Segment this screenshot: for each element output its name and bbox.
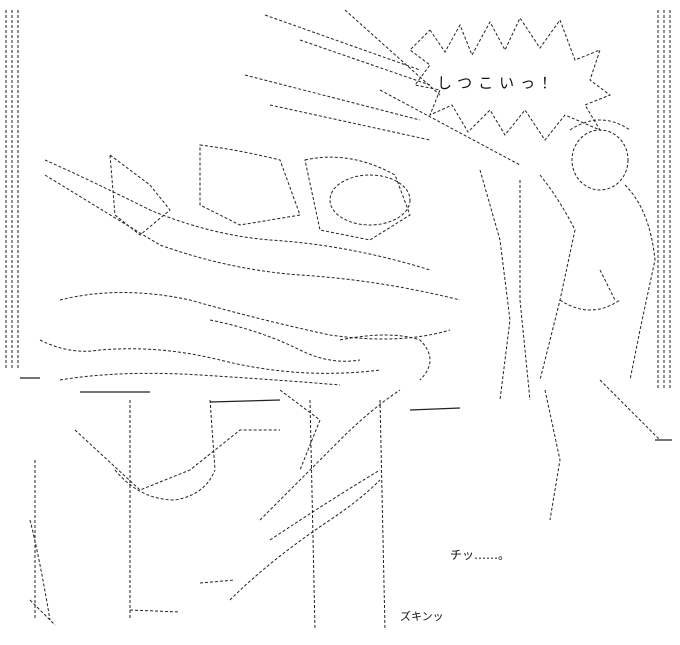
mutter-text: チッ……。 [450,548,511,562]
left-border [5,10,19,370]
lunging-figure [39,144,461,471]
shout-text: しつこいっ！ [437,74,563,92]
ground-lines [20,377,672,441]
speed-lines [244,9,521,166]
shout-burst [409,16,612,141]
sound-effect-text: ズキンッ [400,610,444,623]
standing-figure [479,119,661,521]
bottom-figure [74,389,401,631]
right-border [657,10,671,390]
bottom-left-figure [29,460,56,626]
